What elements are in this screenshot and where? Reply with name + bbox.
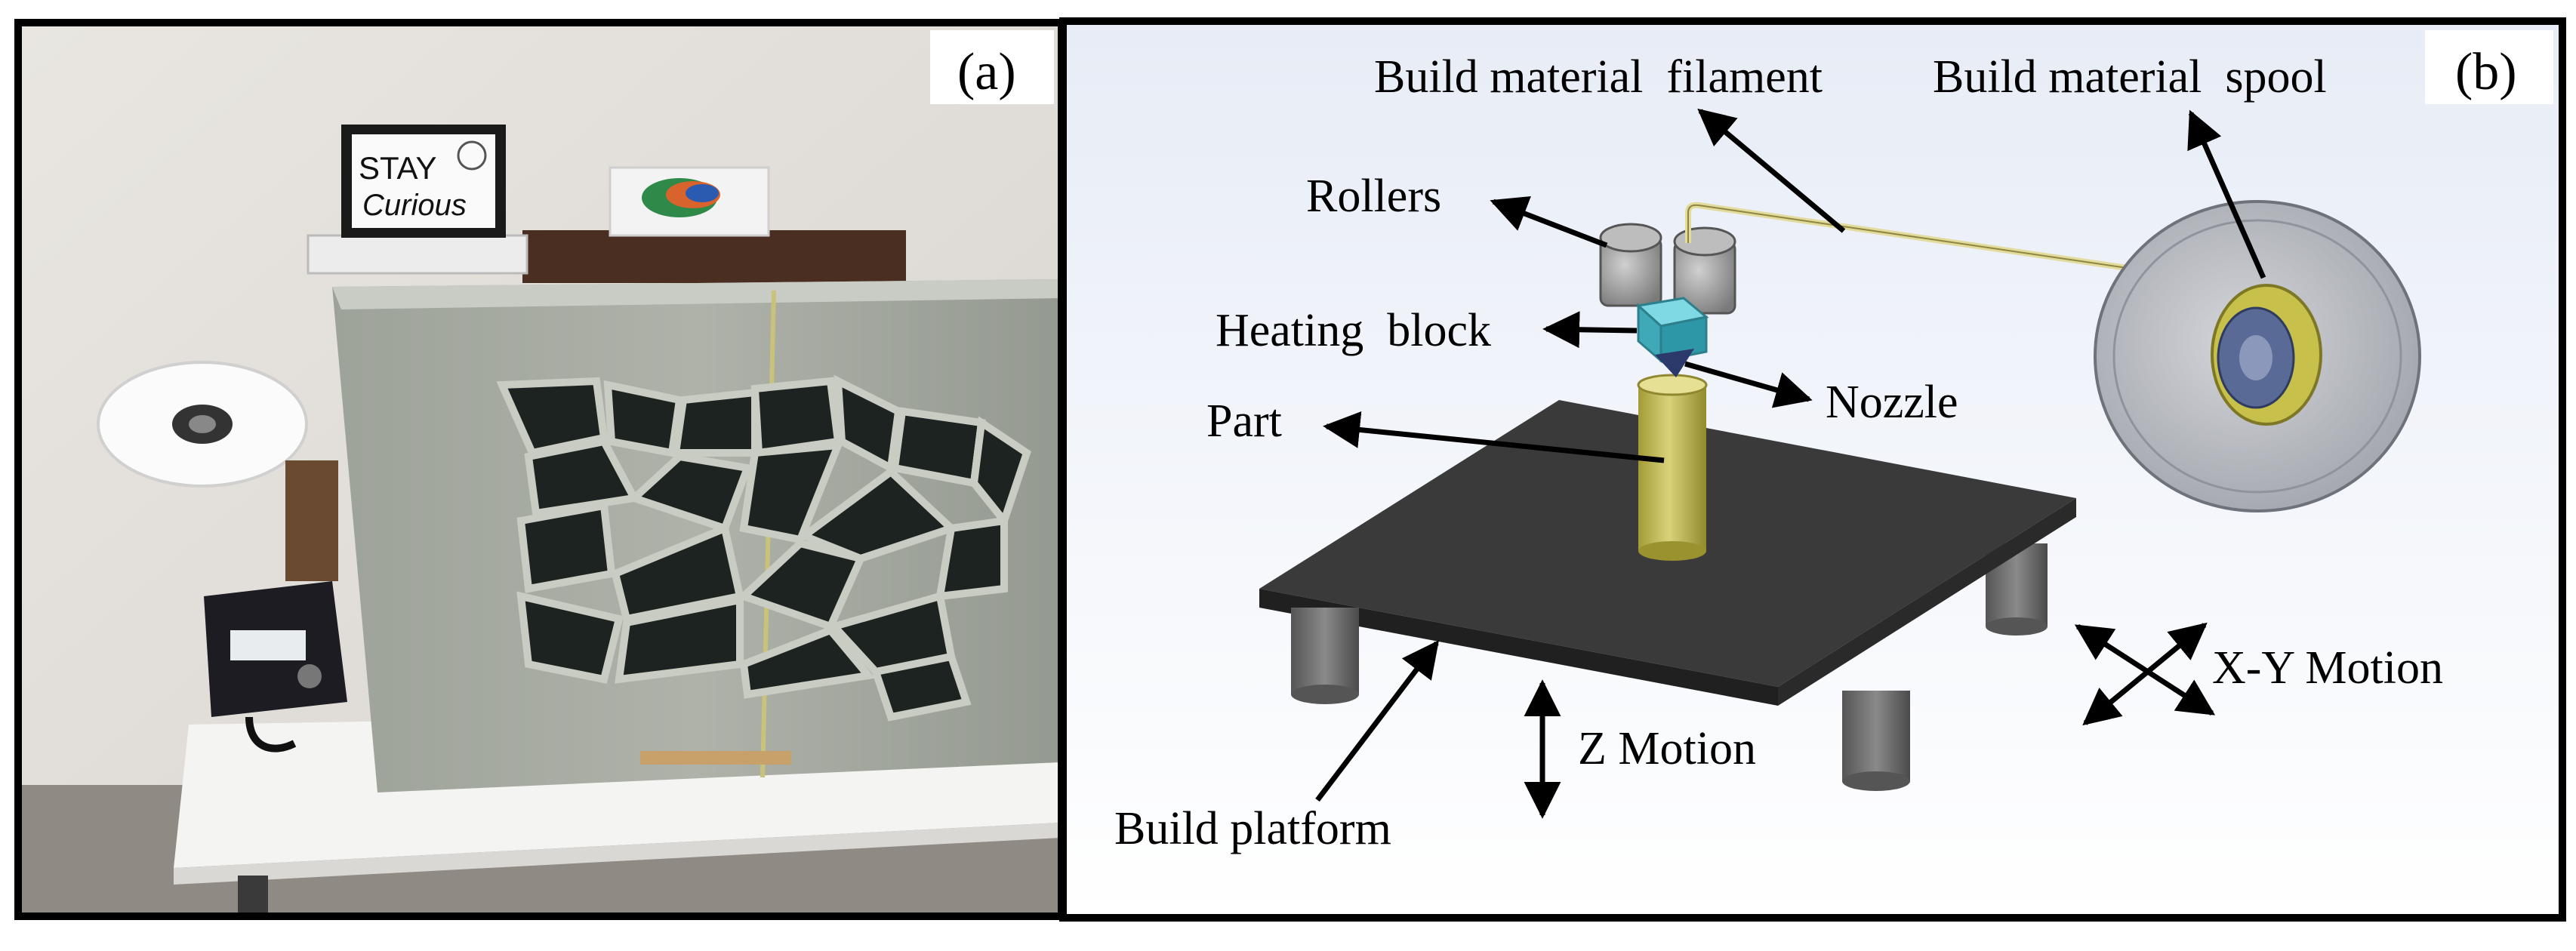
- nozzle: [1655, 349, 1694, 377]
- arrow-filament: [1697, 108, 1846, 233]
- arrow-part: [1323, 411, 1665, 463]
- sign-line-1: STAY: [359, 150, 436, 186]
- label-build-platform: Build platform: [1114, 803, 1391, 854]
- panel-b-label: (b): [2455, 43, 2517, 101]
- shelf-board: [522, 230, 906, 283]
- rollers: [1599, 223, 1736, 315]
- label-spool: Build material spool: [1933, 51, 2327, 103]
- book-box: [609, 166, 770, 237]
- panel-a-label: (a): [957, 43, 1016, 101]
- panel-a-photo: STAY Curious: [20, 24, 1060, 915]
- panel-a-label-box: [930, 30, 1054, 104]
- wall-spool: [97, 361, 308, 488]
- label-part: Part: [1206, 395, 1282, 447]
- arrow-heating-block: [1542, 311, 1638, 349]
- platform-legs-front: [1291, 608, 1910, 791]
- label-xy-motion: X-Y Motion: [2212, 642, 2443, 694]
- printed-part: [1637, 374, 1708, 561]
- label-z-motion: Z Motion: [1578, 723, 1756, 774]
- stay-curious-sign: STAY Curious: [341, 125, 506, 238]
- arrow-build-platform: [1315, 640, 1439, 802]
- callout-arrows: [1315, 108, 2266, 819]
- arrow-nozzle: [1684, 361, 1813, 408]
- enclosure-window: [496, 374, 1031, 722]
- label-heating-block: Heating block: [1216, 305, 1491, 356]
- panel-b-label-box: [2425, 30, 2553, 104]
- heating-block: [1635, 297, 1709, 364]
- arrow-rollers: [1490, 196, 1608, 248]
- arrow-spool: [2187, 109, 2266, 279]
- panel-b-frame: [1059, 17, 2566, 922]
- label-nozzle: Nozzle: [1826, 377, 1958, 428]
- label-rollers: Rollers: [1306, 171, 1441, 222]
- controller-unit: [204, 581, 347, 752]
- label-filament: Build material filament: [1374, 51, 1823, 103]
- arrow-xy-2: [2082, 622, 2208, 726]
- sign-line-2: Curious: [362, 189, 467, 222]
- printer-enclosure: [332, 279, 1060, 792]
- spool: [2094, 200, 2421, 512]
